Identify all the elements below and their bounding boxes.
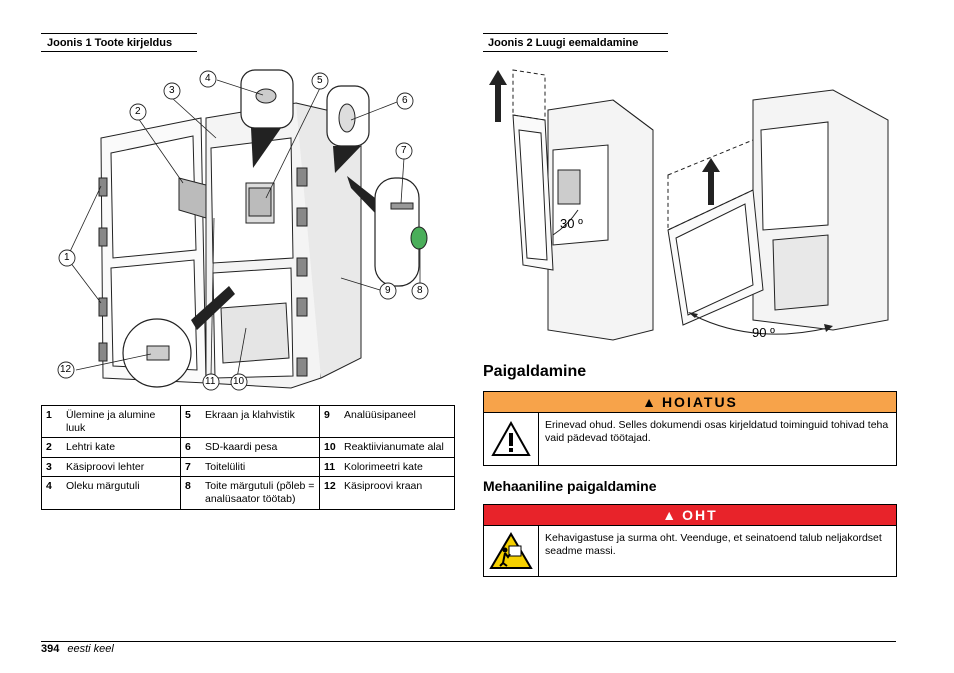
warning-box: ▲ HOIATUS Erinevad ohud. Selles dokumend… [483, 391, 897, 466]
legend-text: Analüüsipaneel [340, 404, 455, 439]
figure1-title: Joonis 1 Toote kirjeldus [47, 37, 173, 49]
callout-8: 8 [417, 285, 423, 296]
callout-10: 10 [233, 376, 245, 387]
warning-header: ▲ HOIATUS [484, 392, 896, 413]
footer: 394 eesti keel [41, 643, 114, 655]
table-row: 1 Ülemine ja alumine luuk 5 Ekraan ja kl… [41, 404, 455, 439]
heavy-object-hazard-icon [489, 532, 533, 569]
callout-12: 12 [60, 364, 72, 375]
legend-num: 12 [319, 476, 340, 510]
figure1-title-rule-top [41, 33, 197, 34]
legend-num: 3 [41, 456, 62, 478]
table-row: 3 Käsiproovi lehter 7 Toitelüliti 11 Kol… [41, 456, 455, 478]
figure2-title: Joonis 2 Luugi eemaldamine [488, 37, 639, 49]
legend-num: 9 [319, 404, 340, 439]
table-row: 4 Oleku märgutuli 8 Toite märgutuli (põl… [41, 476, 455, 510]
legend-num: 6 [180, 437, 201, 458]
legend-text: Ülemine ja alumine luuk [62, 404, 181, 439]
legend-text: Reaktiivianumate alal [340, 437, 455, 458]
legend-num: 11 [319, 456, 340, 478]
legend-text: Kolorimeetri kate [340, 456, 455, 478]
danger-label: OHT [682, 507, 718, 523]
legend-num: 5 [180, 404, 201, 439]
figure1-callouts: 1 2 3 4 5 6 7 8 9 10 11 12 [41, 58, 455, 398]
section-heading-installation: Paigaldamine [483, 363, 587, 380]
page-number: 394 [41, 643, 60, 655]
legend-text: Käsiproovi lehter [62, 456, 181, 478]
danger-header: ▲ OHT [484, 505, 896, 526]
table-row: 2 Lehtri kate 6 SD-kaardi pesa 10 Reakti… [41, 437, 455, 458]
angle-90-label: 90 º [752, 325, 775, 340]
legend-num: 8 [180, 476, 201, 510]
callout-2: 2 [135, 106, 141, 117]
legend-num: 1 [41, 404, 62, 439]
section-heading-mechanical-installation: Mehaaniline paigaldamine [483, 478, 657, 494]
callout-4: 4 [205, 73, 211, 84]
legend-num: 2 [41, 437, 62, 458]
legend-text: Oleku märgutuli [62, 476, 181, 510]
legend-num: 4 [41, 476, 62, 510]
legend-text: Lehtri kate [62, 437, 181, 458]
figure1-callout-circles [57, 70, 429, 391]
callout-9: 9 [385, 285, 391, 296]
danger-text: Kehavigastuse ja surma oht. Veenduge, et… [545, 532, 882, 558]
callout-11: 11 [205, 376, 216, 387]
callout-6: 6 [402, 95, 408, 106]
figure1-product-illustration [66, 69, 428, 389]
figure1-title-rule-bottom [41, 51, 197, 52]
legend-text: Käsiproovi kraan [340, 476, 455, 510]
warning-text: Erinevad ohud. Selles dokumendi osas kir… [545, 419, 889, 445]
warning-icon-cell [484, 413, 539, 465]
legend-num: 10 [319, 437, 340, 458]
exclamation-triangle-icon [491, 421, 531, 456]
callout-1: 1 [64, 252, 70, 263]
legend-text: Ekraan ja klahvistik [201, 404, 320, 439]
legend-text: Toite märgutuli (põleb = analüsaator töö… [201, 476, 320, 510]
danger-icon-cell [484, 526, 539, 576]
callout-7: 7 [401, 145, 407, 156]
figure2-title-rule-bottom [483, 51, 668, 52]
callout-5: 5 [317, 75, 323, 86]
legend-num: 7 [180, 456, 201, 478]
danger-box: ▲ OHT Kehavigastuse ja surma oht. Veendu… [483, 504, 897, 577]
callout-3: 3 [169, 85, 175, 96]
footer-language: eesti keel [67, 643, 114, 655]
angle-30-label: 30 º [560, 216, 583, 231]
warning-label: HOIATUS [661, 394, 738, 410]
legend-text: Toitelüliti [201, 456, 320, 478]
figure1-legend-table: 1 Ülemine ja alumine luuk 5 Ekraan ja kl… [41, 404, 455, 510]
figure2-door-removal-illustration [489, 69, 889, 341]
footer-rule [41, 641, 896, 642]
figure2-title-rule-top [483, 33, 668, 34]
danger-triangle-icon: ▲ [662, 507, 679, 523]
warning-triangle-icon: ▲ [642, 394, 658, 410]
legend-text: SD-kaardi pesa [201, 437, 320, 458]
